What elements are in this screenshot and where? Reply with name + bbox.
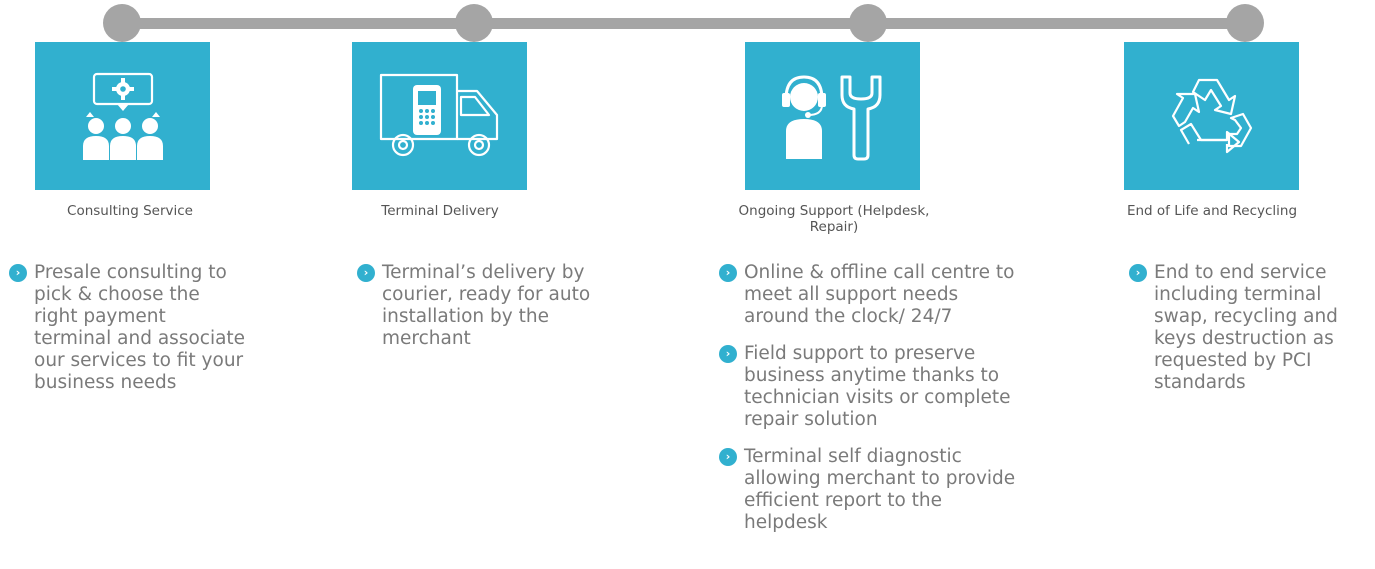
bullet-text: End to end service including terminal sw…	[1154, 262, 1338, 393]
bullet-text: Online & offline call centre to meet all…	[744, 262, 1015, 327]
chevron-right-icon: ›	[719, 264, 737, 282]
stage-title: End of Life and Recycling	[1126, 203, 1298, 219]
timeline-node	[103, 4, 141, 42]
list-item: › End to end service including terminal …	[1128, 262, 1368, 394]
list-item: › Field support to preserve business any…	[718, 343, 1018, 431]
bullet-text: Terminal’s delivery by courier, ready fo…	[382, 262, 591, 349]
chevron-right-icon: ›	[719, 345, 737, 363]
stage-tile	[745, 42, 920, 190]
stage-bullets: › Online & offline call centre to meet a…	[718, 262, 1018, 549]
recycling-icon	[1171, 78, 1252, 154]
bullet-text: Field support to preserve business anyti…	[744, 343, 1011, 430]
chevron-right-icon: ›	[1129, 264, 1147, 282]
timeline-line	[130, 18, 1245, 29]
timeline-node	[849, 4, 887, 42]
list-item: › Terminal’s delivery by courier, ready …	[356, 262, 596, 350]
list-item: › Presale consulting to pick & choose th…	[8, 262, 248, 394]
consulting-people-gear-icon	[82, 72, 163, 160]
delivery-truck-terminal-icon	[379, 73, 498, 157]
support-headset-wrench-icon	[781, 75, 881, 161]
stage-title: Terminal Delivery	[381, 203, 499, 219]
timeline-node	[455, 4, 493, 42]
stage-bullets: › Terminal’s delivery by courier, ready …	[356, 262, 596, 365]
list-item: › Terminal self diagnostic allowing merc…	[718, 446, 1018, 534]
stage-bullets: › Presale consulting to pick & choose th…	[8, 262, 248, 409]
stage-tile	[35, 42, 210, 190]
bullet-text: Terminal self diagnostic allowing mercha…	[744, 446, 1016, 533]
stage-tile	[352, 42, 527, 190]
list-item: › Online & offline call centre to meet a…	[718, 262, 1018, 328]
stage-title: Consulting Service	[67, 203, 193, 219]
timeline-node	[1226, 4, 1264, 42]
bullet-text: Presale consulting to pick & choose the …	[34, 262, 246, 393]
stage-title: Ongoing Support (Helpdesk, Repair)	[738, 203, 930, 235]
chevron-right-icon: ›	[719, 448, 737, 466]
stage-tile	[1124, 42, 1299, 190]
chevron-right-icon: ›	[9, 264, 27, 282]
stage-bullets: › End to end service including terminal …	[1128, 262, 1368, 409]
chevron-right-icon: ›	[357, 264, 375, 282]
